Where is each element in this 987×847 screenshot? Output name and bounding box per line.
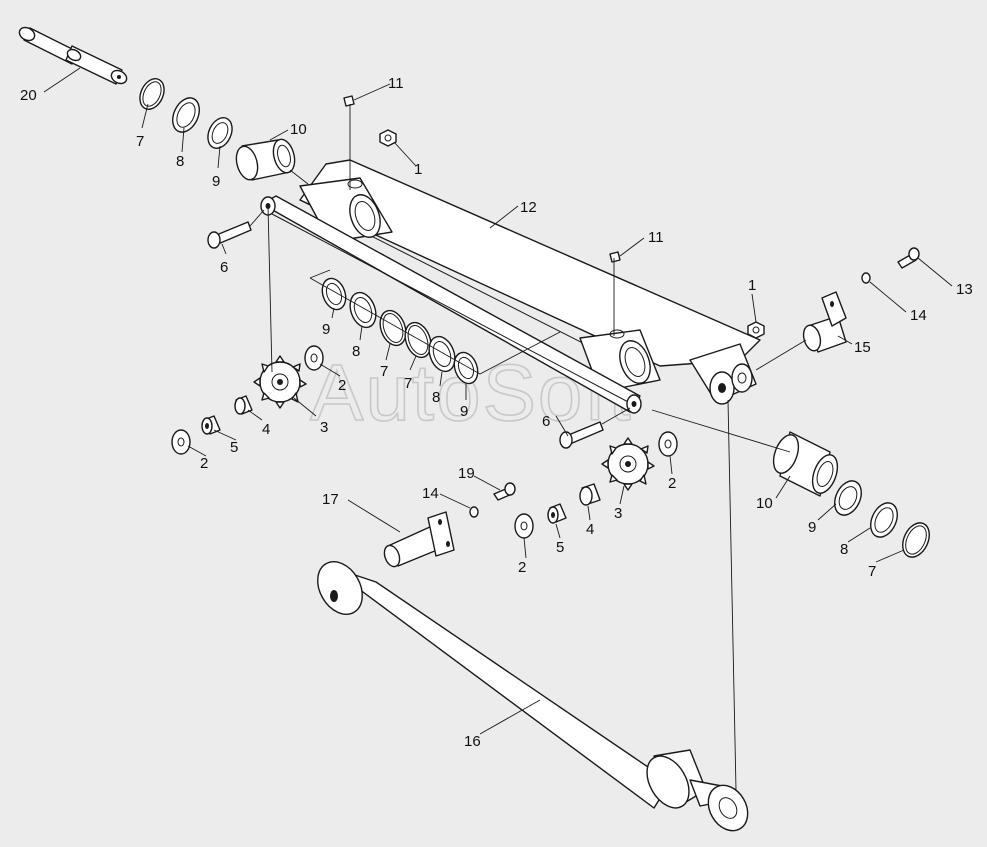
callout-5-right: 5	[556, 539, 564, 556]
callout-2-left-bottom: 2	[200, 455, 208, 472]
callout-7-right: 7	[868, 563, 876, 580]
callout-17: 17	[322, 491, 339, 508]
ring-9-right	[834, 480, 862, 516]
sprocket-3-left	[253, 355, 307, 409]
ring-9-mid-left	[321, 277, 347, 311]
callout-2-left-top: 2	[338, 377, 346, 394]
frame-part-12	[260, 159, 761, 414]
callout-16: 16	[464, 733, 481, 750]
callout-20: 20	[20, 87, 37, 104]
callout-8-mid-left: 8	[352, 343, 360, 360]
callout-12: 12	[520, 199, 537, 216]
spacer-4-left	[234, 395, 253, 415]
callout-11-left: 11	[388, 75, 404, 92]
snap-ring-7-mid-b	[404, 321, 432, 359]
ring-8-mid-left	[349, 291, 377, 329]
bolt-13	[897, 247, 920, 269]
callout-1-left: 1	[414, 161, 422, 178]
bolt-19	[493, 482, 516, 501]
hydraulic-cylinder-part-16	[317, 561, 749, 832]
callout-9-top: 9	[212, 173, 220, 190]
nut-1-left	[379, 129, 397, 147]
ring-8-right	[870, 502, 898, 538]
sprocket-3-right	[601, 437, 655, 491]
pin-part-15	[802, 291, 847, 353]
bushing-5-right	[547, 503, 567, 524]
callout-19: 19	[458, 465, 475, 482]
callout-9-mid-left: 9	[322, 321, 330, 338]
snap-ring-7-right	[902, 522, 930, 558]
spacer-4-right	[579, 483, 601, 506]
callout-2-right-bottom: 2	[518, 559, 526, 576]
grease-nipple-11-left	[343, 95, 355, 107]
bolt-6-left	[207, 221, 252, 249]
lock-washer-14-right	[861, 272, 871, 284]
callout-6-left: 6	[220, 259, 228, 276]
callout-8-mid-right: 8	[432, 389, 440, 406]
pin-part-17	[383, 511, 455, 568]
ring-9-mid-right	[453, 351, 479, 385]
bushing-10-right	[772, 431, 839, 497]
callout-15: 15	[854, 339, 871, 356]
callout-11-right: 11	[648, 229, 664, 246]
callout-10-right: 10	[756, 495, 773, 512]
callout-3-right: 3	[614, 505, 622, 522]
callout-5-left: 5	[230, 439, 238, 456]
snap-ring-7-top	[139, 78, 165, 110]
callout-14-right: 14	[910, 307, 927, 324]
bushing-5-left	[201, 415, 221, 435]
callout-6-right: 6	[542, 413, 550, 430]
callout-4-right: 4	[586, 521, 594, 538]
callout-1-right: 1	[748, 277, 756, 294]
callout-10-top: 10	[290, 121, 307, 138]
callout-8-right: 8	[840, 541, 848, 558]
ring-8-mid-right	[428, 335, 456, 373]
callout-8-top: 8	[176, 153, 184, 170]
snap-ring-7-mid-a	[379, 309, 407, 347]
pin-part-20	[18, 26, 128, 85]
ring-9-top	[207, 117, 233, 149]
callout-7-mid-a: 7	[380, 363, 388, 380]
washer-2-left-top	[304, 345, 324, 371]
callout-13: 13	[956, 281, 973, 298]
nut-1-right	[747, 321, 765, 339]
bushing-10-top	[235, 138, 296, 181]
callout-2-right-top: 2	[668, 475, 676, 492]
callout-3-left: 3	[320, 419, 328, 436]
lock-washer-14-left	[469, 506, 479, 518]
washer-2-left-bottom	[171, 429, 191, 455]
callout-14-left: 14	[422, 485, 439, 502]
callout-9-mid-right: 9	[460, 403, 468, 420]
callout-4-left: 4	[262, 421, 270, 438]
washer-2-right-top	[658, 431, 678, 457]
washer-2-right-bottom	[514, 513, 534, 539]
ring-8-top	[172, 97, 200, 133]
grease-nipple-11-right	[609, 251, 621, 263]
callout-9-right: 9	[808, 519, 816, 536]
callout-7-top: 7	[136, 133, 144, 150]
callout-7-mid-b: 7	[404, 375, 412, 392]
